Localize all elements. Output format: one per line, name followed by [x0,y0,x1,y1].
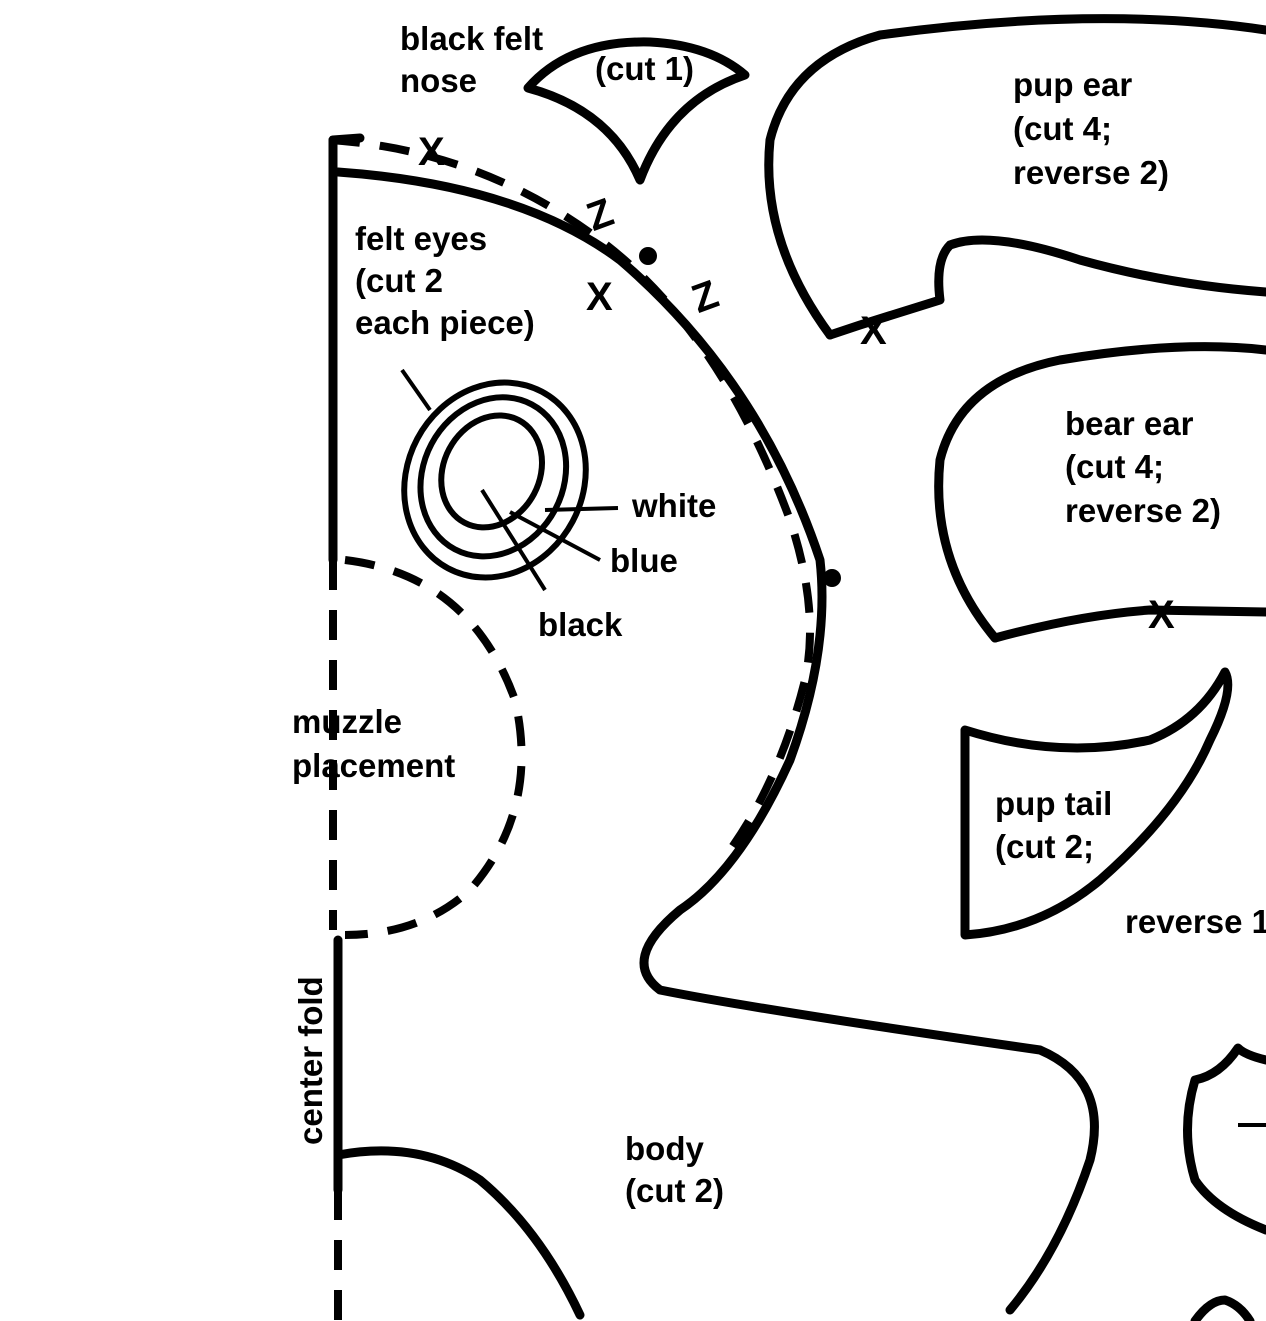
bear-ear-outline [934,342,1266,643]
pup-tail-label-line3: reverse 1) [1125,903,1266,940]
bear-ear-label-line1: bear ear [1065,405,1194,442]
eyes-label-line1: felt eyes [355,220,487,257]
eye-black-label: black [538,606,623,643]
nose-cut-label: (cut 1) [595,50,694,87]
x-mark-head-side: X [586,275,613,319]
eye-blue-label: blue [610,542,678,579]
x-mark-head-top: X [418,130,445,174]
nose-label-line1: black felt [400,20,543,57]
body-label-line1: body [625,1130,704,1167]
pup-tail-label-line2: (cut 2; [995,828,1094,865]
eye-pieces [401,379,589,581]
pup-tail-outline [960,667,1233,940]
head-seam-dashed [329,136,814,853]
nose-piece-outline [523,37,750,185]
muzzle-label-line1: muzzle [292,703,402,740]
eyes-label-line2: (cut 2 [355,262,443,299]
body-outline [333,167,1099,1315]
white-leader [544,506,619,512]
partial-piece-bottom [1190,1295,1255,1321]
center-fold-label: center fold [292,976,329,1145]
black-leader [480,488,547,592]
eye-arrow-leader [400,368,432,412]
blue-leader [509,510,601,562]
nose-label-line2: nose [400,62,477,99]
eye-inner-black [438,412,546,531]
partial-piece-outline [1183,1043,1266,1235]
body-label-line2: (cut 2) [625,1172,724,1209]
pup-ear-label-line3: reverse 2) [1013,154,1169,191]
seam-dot-lower [823,569,841,587]
center-fold-top-cap [328,133,365,145]
eye-outer-white [401,379,589,581]
bear-ear-base-line [990,605,1266,643]
x-mark-bear-ear: X [1148,593,1175,637]
z-mark-lower: Z [686,272,724,322]
bear-ear-label-line3: reverse 2) [1065,492,1221,529]
bear-ear-label-line2: (cut 4; [1065,448,1164,485]
muzzle-placement-arc [344,556,526,939]
eyes-label-line3: each piece) [355,304,535,341]
seam-dot-upper [639,247,657,265]
muzzle-label-line2: placement [292,747,455,784]
body-lower-outline [333,1146,585,1320]
x-mark-pup-ear: X [860,309,887,353]
pup-ear-outline [764,14,1266,340]
eye-white-label: white [631,487,716,524]
pup-ear-lower-outline [825,235,1266,340]
pup-ear-label-line2: (cut 4; [1013,110,1112,147]
pup-tail-label-line1: pup tail [995,785,1112,822]
pup-ear-label-line1: pup ear [1013,66,1132,103]
